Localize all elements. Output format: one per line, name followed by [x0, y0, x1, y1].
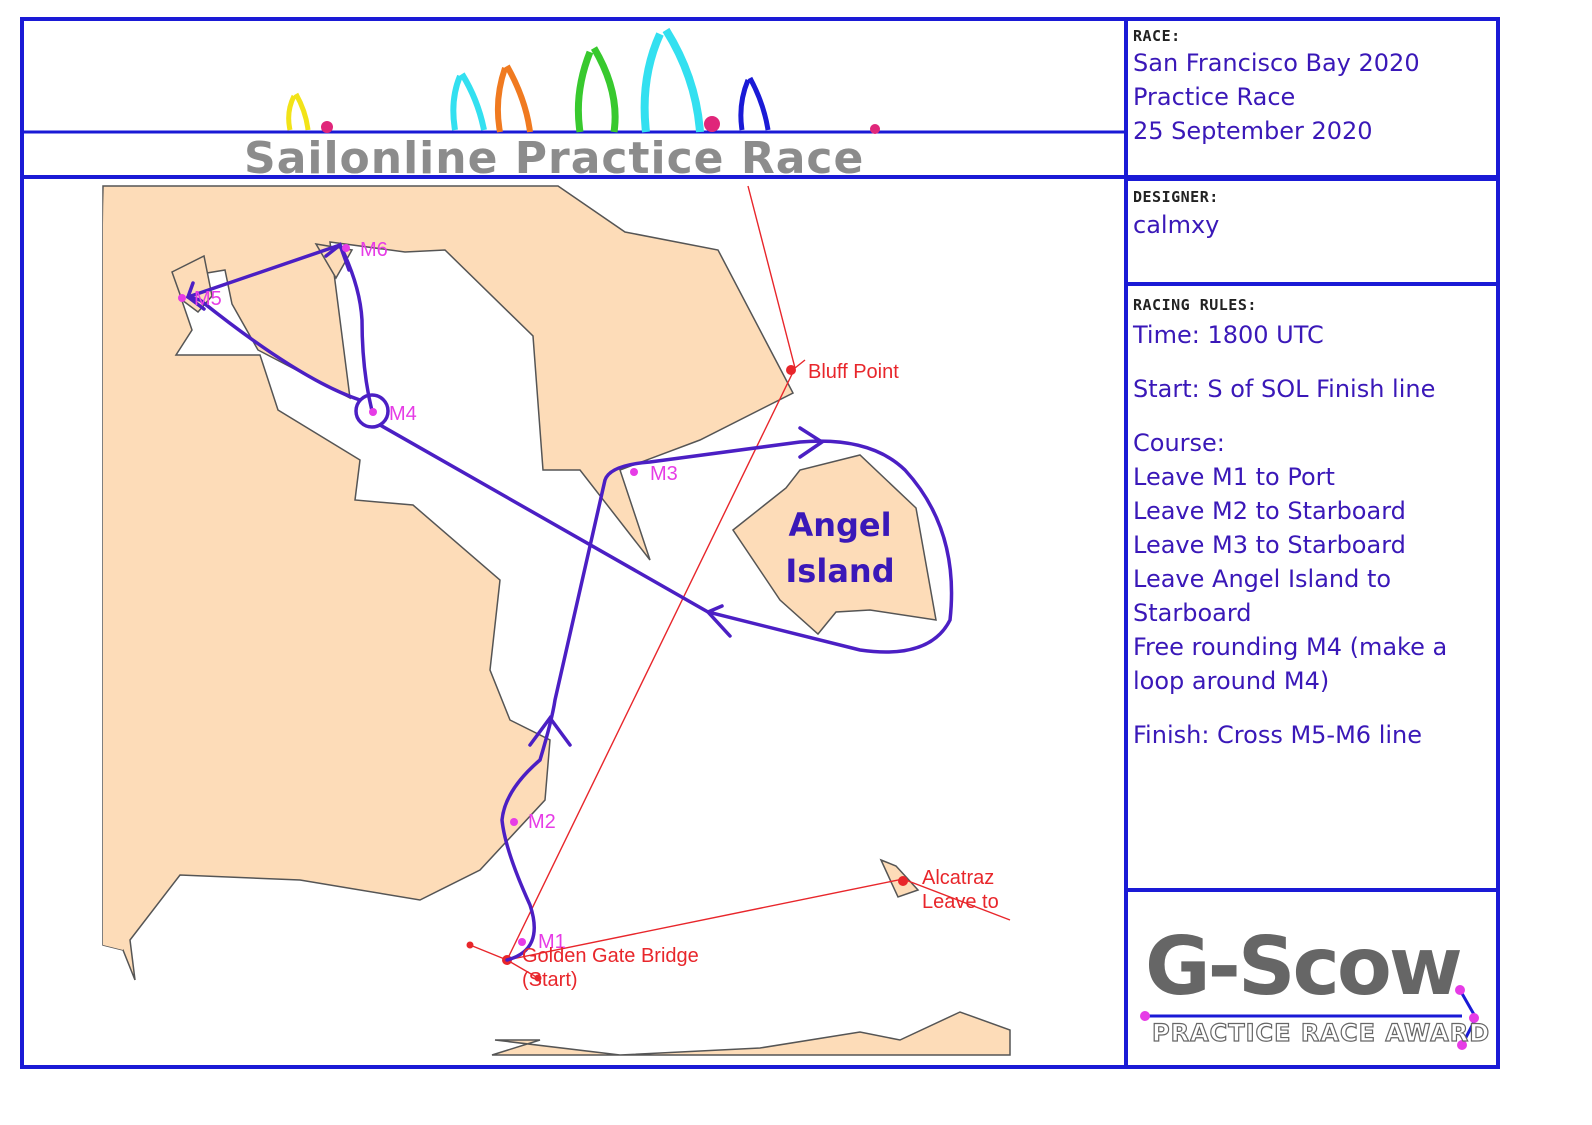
race-details: San Francisco Bay 2020 Practice Race 25 … [1133, 46, 1420, 148]
mark-m3-dot [630, 468, 638, 476]
mark-m5-dot [178, 294, 186, 302]
rule-course-3: Leave M3 to Starboard [1133, 531, 1406, 559]
angel-island-label-2: Island [785, 552, 894, 590]
race-name-line2: Practice Race [1133, 83, 1296, 111]
angel-island-label: Angel [788, 506, 891, 544]
header-sails [22, 27, 1124, 134]
mark-m2-label: M2 [528, 811, 556, 833]
mark-m1-dot [518, 938, 526, 946]
rule-course-2: Leave M2 to Starboard [1133, 497, 1406, 525]
place-alcatraz-note: Leave to [922, 891, 999, 913]
panel-divider [1124, 17, 1128, 1069]
designer-label: DESIGNER: [1133, 188, 1219, 206]
rule-course-1: Leave M1 to Port [1133, 463, 1335, 491]
mark-m3-label: M3 [650, 463, 678, 485]
course-marks [178, 244, 638, 946]
mark-m1-label: M1 [538, 931, 566, 953]
poster-frame [20, 17, 1500, 1069]
rules-divider [1124, 282, 1500, 286]
mark-m6-label: M6 [360, 239, 388, 261]
rule-finish: Finish: Cross M5-M6 line [1133, 721, 1423, 749]
racing-rules: Time: 1800 UTC Start: S of SOL Finish li… [1133, 318, 1447, 752]
rule-course-4a: Leave Angel Island to [1133, 565, 1392, 593]
award-subtitle: PRACTICE RACE AWARD [1151, 1018, 1491, 1047]
mark-m4-label: M4 [389, 403, 417, 425]
rule-course-5a: Free rounding M4 (make a [1133, 633, 1448, 661]
designer-divider [1124, 177, 1500, 181]
place-golden-gate: Golden Gate Bridge [522, 945, 699, 967]
mark-m4-dot [369, 408, 377, 416]
header-divider [20, 175, 1500, 179]
award-divider [1124, 888, 1500, 892]
race-name-line1: San Francisco Bay 2020 [1133, 49, 1420, 77]
land-masses [102, 185, 1011, 1056]
rules-label: RACING RULES: [1133, 296, 1257, 314]
award-title: G-Scow [1145, 920, 1463, 1013]
rule-time: Time: 1800 UTC [1133, 321, 1324, 349]
race-date: 25 September 2020 [1133, 117, 1373, 145]
rule-start: Start: S of SOL Finish line [1133, 375, 1436, 403]
mark-m5-label: M5 [194, 288, 222, 310]
mark-m2-dot [510, 818, 518, 826]
rule-course-5b: loop around M4) [1133, 667, 1330, 695]
rule-course-heading: Course: [1133, 429, 1225, 457]
rule-course-4b: Starboard [1133, 599, 1252, 627]
race-label: RACE: [1133, 27, 1181, 45]
course-line [185, 242, 954, 962]
place-golden-gate-start: (Start) [522, 969, 578, 991]
designer-name: calmxy [1133, 211, 1220, 239]
award-bracket [1140, 985, 1479, 1050]
place-bluff-point: Bluff Point [808, 361, 899, 383]
header-title: Sailonline Practice Race [244, 133, 865, 184]
red-route [469, 185, 1011, 979]
mark-m6-dot [342, 244, 350, 252]
place-alcatraz: Alcatraz [922, 867, 994, 889]
